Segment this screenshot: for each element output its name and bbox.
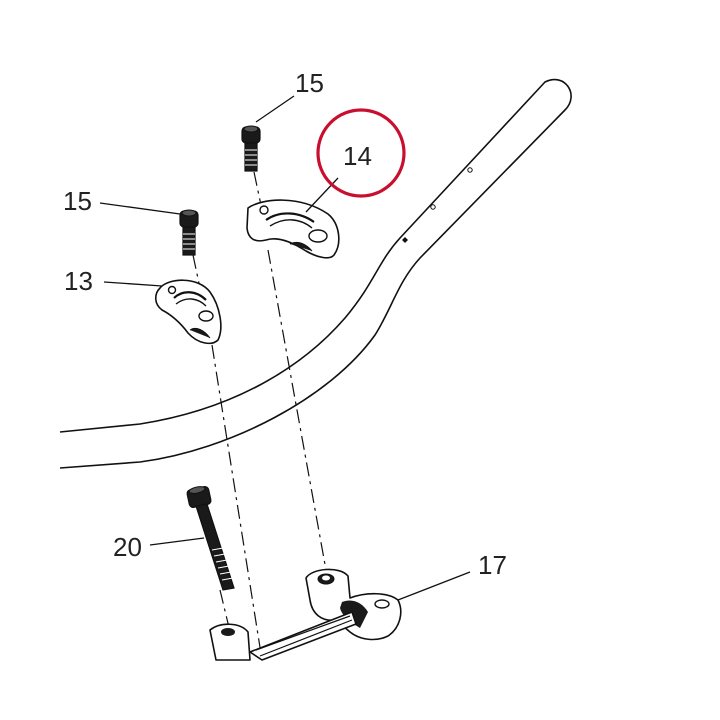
handlebar bbox=[59, 78, 572, 469]
highlight-ring bbox=[316, 108, 406, 198]
callout-15-lower: 15 bbox=[63, 186, 92, 216]
callout-14: 14 bbox=[343, 141, 372, 171]
callout-20: 20 bbox=[113, 532, 142, 562]
leader-lines bbox=[99, 95, 471, 601]
bolt-15-upper bbox=[241, 125, 261, 172]
long-bolt-20 bbox=[186, 486, 235, 591]
clamp-13 bbox=[154, 279, 222, 345]
riser-17 bbox=[209, 568, 402, 661]
callout-13: 13 bbox=[64, 266, 93, 296]
callout-17: 17 bbox=[478, 550, 507, 580]
bolt-15-lower bbox=[179, 209, 199, 256]
callout-15-upper: 15 bbox=[295, 68, 324, 98]
clamp-14 bbox=[246, 199, 340, 259]
